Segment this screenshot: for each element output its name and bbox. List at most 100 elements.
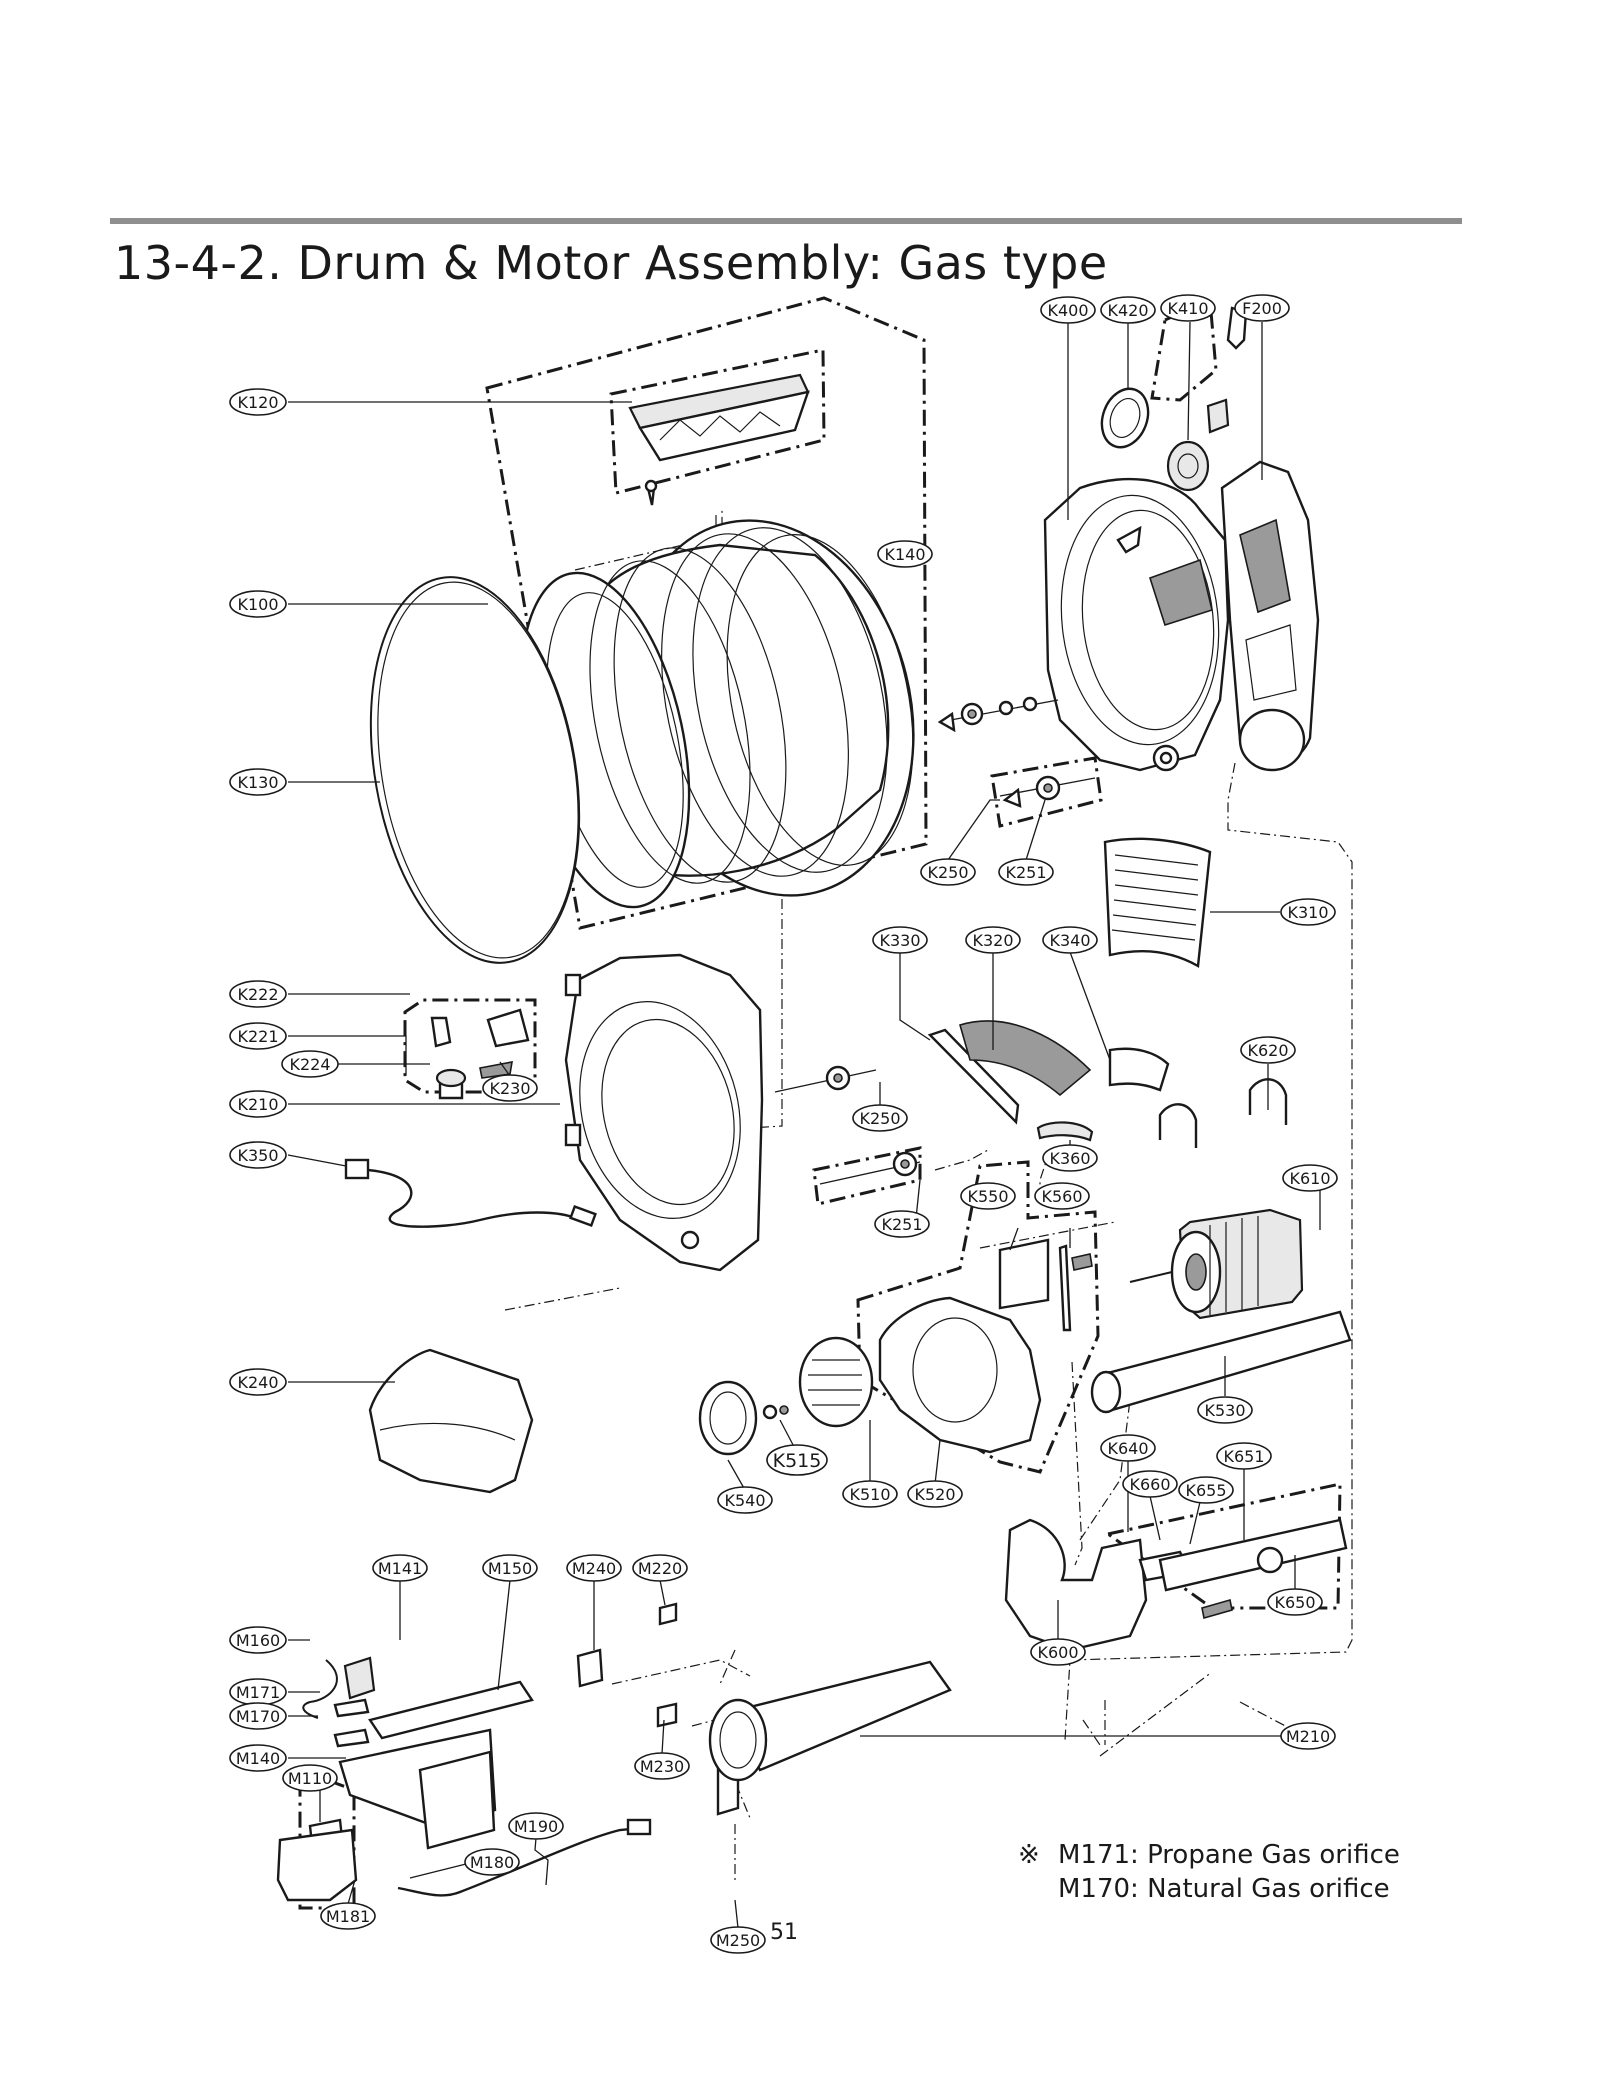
reference-mark-icon: ※	[1018, 1840, 1040, 1870]
svg-text:K650: K650	[1274, 1593, 1315, 1612]
svg-text:K222: K222	[237, 985, 278, 1004]
svg-text:K410: K410	[1167, 299, 1208, 318]
wire-harness-part	[344, 1158, 597, 1228]
svg-text:M181: M181	[326, 1907, 370, 1926]
svg-text:K655: K655	[1185, 1481, 1226, 1500]
svg-text:M140: M140	[236, 1749, 280, 1768]
svg-text:M141: M141	[378, 1559, 422, 1578]
callout-K620: K620	[1240, 1036, 1296, 1064]
header-rule	[110, 218, 1462, 224]
page-title: 13-4-2. Drum & Motor Assembly: Gas type	[114, 236, 1108, 290]
callout-M220: M220	[632, 1554, 688, 1582]
svg-text:K224: K224	[289, 1055, 330, 1074]
callout-K251-front: K251	[874, 1210, 930, 1238]
drum-part	[519, 519, 915, 909]
svg-text:M170: M170	[236, 1707, 280, 1726]
svg-text:K640: K640	[1107, 1439, 1148, 1458]
svg-text:M180: M180	[470, 1853, 514, 1872]
callout-M141: M141	[372, 1554, 428, 1582]
svg-text:K250: K250	[859, 1109, 900, 1128]
callout-K650: K650	[1267, 1588, 1323, 1616]
seal-parts	[927, 1020, 1170, 1142]
svg-text:M171: M171	[236, 1683, 280, 1702]
sensor-bracket-part	[998, 1238, 1093, 1332]
svg-text:K620: K620	[1247, 1041, 1288, 1060]
svg-text:K230: K230	[489, 1079, 530, 1098]
svg-text:K140: K140	[884, 545, 925, 564]
callout-F200: F200	[1234, 294, 1290, 322]
callout-K140: K140	[877, 540, 933, 568]
callout-K224: K224	[281, 1050, 339, 1078]
note-line-1: M171: Propane Gas orifice	[1058, 1840, 1400, 1870]
lifter-part	[628, 373, 810, 506]
gas-valve-outline	[298, 1767, 356, 1910]
svg-text:K330: K330	[879, 931, 920, 950]
callout-M181: M181	[320, 1902, 376, 1930]
svg-text:K221: K221	[237, 1027, 278, 1046]
rear-bulkhead-part	[1043, 477, 1230, 772]
callout-K330: K330	[872, 926, 928, 954]
callout-K230: K230	[482, 1074, 538, 1102]
callout-M190: M190	[508, 1812, 564, 1840]
callout-K400: K400	[1040, 296, 1096, 324]
svg-text:K210: K210	[237, 1095, 278, 1114]
callout-K420: K420	[1100, 296, 1156, 324]
svg-text:M220: M220	[638, 1559, 682, 1578]
callout-K600: K600	[1030, 1638, 1086, 1666]
svg-text:K660: K660	[1129, 1475, 1170, 1494]
svg-text:K420: K420	[1107, 301, 1148, 320]
svg-text:K530: K530	[1204, 1401, 1245, 1420]
callout-K410: K410	[1160, 294, 1216, 322]
leader-lines	[287, 321, 1321, 1929]
callout-K360: K360	[1042, 1144, 1098, 1172]
svg-text:M190: M190	[514, 1817, 558, 1836]
callout-K640: K640	[1100, 1434, 1156, 1462]
callout-M250: M250	[710, 1926, 766, 1954]
motor-bracket-part	[1158, 1078, 1288, 1148]
svg-text:K251: K251	[1005, 863, 1046, 882]
callout-K120: K120	[229, 388, 287, 416]
callout-K655: K655	[1178, 1476, 1234, 1504]
svg-text:M210: M210	[1286, 1727, 1330, 1746]
callout-K651: K651	[1216, 1442, 1272, 1470]
svg-text:M250: M250	[716, 1931, 760, 1950]
callout-K320: K320	[965, 926, 1021, 954]
svg-text:F200: F200	[1242, 299, 1282, 318]
callout-K310: K310	[1280, 898, 1336, 926]
svg-text:M110: M110	[288, 1769, 332, 1788]
callout-M180: M180	[464, 1848, 520, 1876]
svg-text:M240: M240	[572, 1559, 616, 1578]
rear-roller-part	[937, 696, 1096, 808]
callout-M230: M230	[634, 1752, 690, 1780]
svg-text:M150: M150	[488, 1559, 532, 1578]
svg-text:K400: K400	[1047, 301, 1088, 320]
svg-text:M160: M160	[236, 1631, 280, 1650]
front-roller-part	[774, 1065, 921, 1185]
orifice-note: ※M171: Propane Gas orifice M170: Natural…	[1018, 1838, 1400, 1906]
svg-text:K610: K610	[1289, 1169, 1330, 1188]
svg-text:K560: K560	[1041, 1187, 1082, 1206]
svg-text:K651: K651	[1223, 1447, 1264, 1466]
svg-text:K510: K510	[849, 1485, 890, 1504]
callout-M210: M210	[1280, 1722, 1336, 1750]
callout-K660: K660	[1122, 1470, 1178, 1498]
svg-text:K600: K600	[1037, 1643, 1078, 1662]
drum-belt-part	[369, 576, 581, 964]
exhaust-duct-part	[1220, 460, 1320, 772]
callout-M110: M110	[282, 1764, 338, 1792]
callout-K530: K530	[1197, 1396, 1253, 1424]
callout-K221: K221	[229, 1022, 287, 1050]
callout-M150: M150	[482, 1554, 538, 1582]
svg-text:K250: K250	[927, 863, 968, 882]
svg-text:K240: K240	[237, 1373, 278, 1392]
svg-text:K520: K520	[914, 1485, 955, 1504]
callout-K100: K100	[229, 590, 287, 618]
page-number: 51	[770, 1920, 798, 1945]
callout-M160: M160	[229, 1626, 287, 1654]
roller-front-outline	[812, 1146, 922, 1206]
callout-M171: M171	[229, 1678, 287, 1706]
lint-filter-part	[1103, 837, 1212, 968]
callout-K250-front: K250	[852, 1104, 908, 1132]
callout-K520: K520	[907, 1480, 963, 1508]
svg-text:K100: K100	[237, 595, 278, 614]
